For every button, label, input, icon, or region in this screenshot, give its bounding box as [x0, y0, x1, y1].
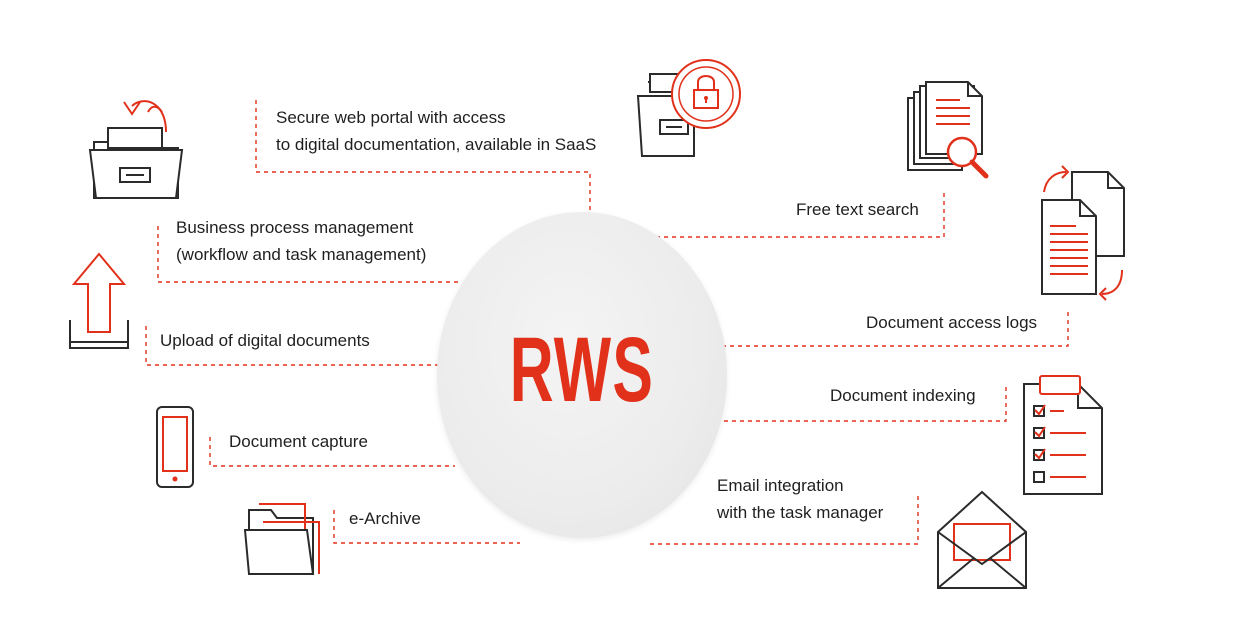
label-upload: Upload of digital documents	[160, 331, 370, 350]
document-search-icon	[907, 81, 989, 179]
label-bpm: Business process management (workflow an…	[176, 218, 427, 264]
connector-bpm	[157, 226, 458, 283]
connector-email	[650, 492, 919, 545]
label-capture: Document capture	[229, 432, 368, 451]
label-e-archive: e-Archive	[349, 509, 421, 528]
label-access-logs: Document access logs	[866, 313, 1038, 332]
checklist-clipboard-icon	[1023, 375, 1103, 495]
label-free-text-search: Free text search	[796, 200, 919, 219]
connector-capture	[209, 437, 455, 467]
upload-arrow-icon	[69, 252, 129, 349]
connector-upload	[145, 326, 440, 366]
connector-free-text-search	[640, 190, 945, 238]
label-indexing: Document indexing	[830, 386, 976, 405]
envelope-letter-icon	[937, 490, 1027, 589]
connector-access-logs	[706, 310, 1069, 347]
document-sync-icon	[1041, 165, 1125, 301]
label-email-integration: Email integration with the task manager	[717, 476, 884, 522]
connector-secure-portal	[255, 100, 591, 216]
folder-lock-icon	[636, 59, 741, 157]
connector-e-archive	[333, 510, 520, 544]
open-folder-icon	[243, 503, 320, 575]
hub-circle	[437, 212, 727, 538]
folder-return-arrow-icon	[88, 100, 184, 199]
label-secure-portal: Secure web portal with access to digital…	[276, 108, 597, 154]
tablet-icon	[156, 406, 194, 488]
hub-title: RWS	[509, 319, 655, 421]
connector-indexing	[716, 386, 1007, 422]
